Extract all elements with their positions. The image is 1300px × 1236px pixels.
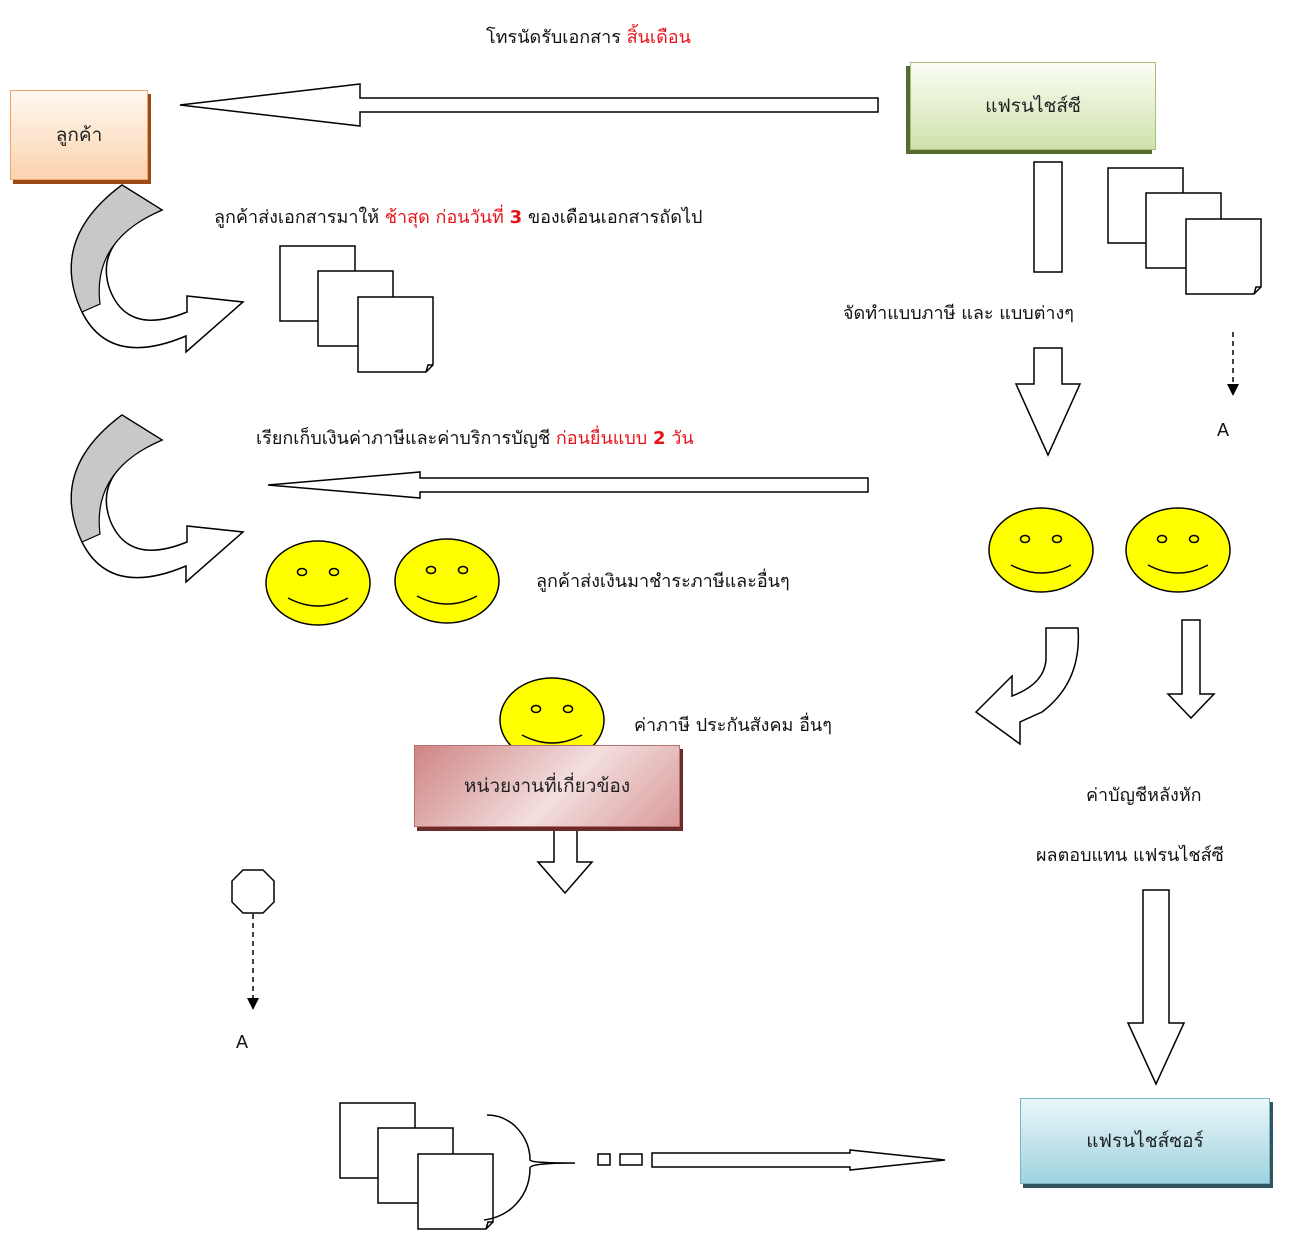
connector-a-top-label: A [1217, 420, 1230, 440]
label-tax-social-security: ค่าภาษี ประกันสังคม อื่นๆ [634, 715, 832, 736]
label-collect-payment: เรียกเก็บเงินค่าภาษีและค่าบริการบัญชี ก่… [256, 428, 694, 449]
octagon-connector [231, 869, 275, 914]
agencies-label: หน่วยงานที่เกี่ยวข้อง [463, 775, 631, 797]
arrow-franchisee-to-customer [179, 83, 879, 127]
arrow-down-franchisor [1126, 889, 1186, 1086]
label-customer-pays: ลูกค้าส่งเงินมาชำระภาษีและอื่นๆ [536, 571, 790, 592]
smiley-franchisee-1 [988, 507, 1094, 593]
bottom-document-stack [339, 1102, 494, 1230]
arrow-down-prepare [1014, 347, 1082, 457]
brace [483, 1114, 576, 1221]
bent-arrow-to-tax [974, 627, 1080, 746]
smiley-customer-1 [265, 540, 371, 626]
franchisee-document-stack [1107, 167, 1262, 295]
label-prepare-forms: จัดทำแบบภาษี และ แบบต่างๆ [843, 303, 1074, 324]
bar-franchisee-prepare [1033, 161, 1063, 273]
smiley-customer-2 [394, 538, 500, 624]
connector-a-bottom-label: A [236, 1032, 249, 1052]
smiley-franchisee-2 [1125, 507, 1231, 593]
arrow-to-franchisor [651, 1149, 946, 1171]
customer-box: ลูกค้า [10, 90, 148, 180]
franchisee-box: แฟรนไชส์ซี [910, 62, 1156, 150]
label-fee-line2: ผลตอบแทน แฟรนไชส์ซี [1036, 845, 1224, 866]
label-customer-send-documents: ลูกค้าส่งเอกสารมาให้ ช้าสุด ก่อนวันที่ 3… [214, 207, 703, 228]
arrow-down-fee [1166, 619, 1216, 720]
arrow-collect-payment [267, 471, 869, 499]
customer-document-stack [279, 245, 434, 373]
label-fee-line1: ค่าบัญชีหลังหัก [1086, 785, 1202, 806]
small-square-2 [619, 1153, 643, 1166]
small-square-1 [597, 1153, 611, 1166]
franchisee-label: แฟรนไชส์ซี [985, 95, 1081, 117]
customer-label: ลูกค้า [55, 124, 103, 146]
label-call-for-documents: โทรนัดรับเอกสาร สิ้นเดือน [486, 27, 691, 48]
agencies-box: หน่วยงานที่เกี่ยวข้อง [414, 745, 680, 827]
franchisor-box: แฟรนไชส์ซอร์ [1020, 1098, 1270, 1184]
franchisor-label: แฟรนไชส์ซอร์ [1086, 1130, 1204, 1152]
